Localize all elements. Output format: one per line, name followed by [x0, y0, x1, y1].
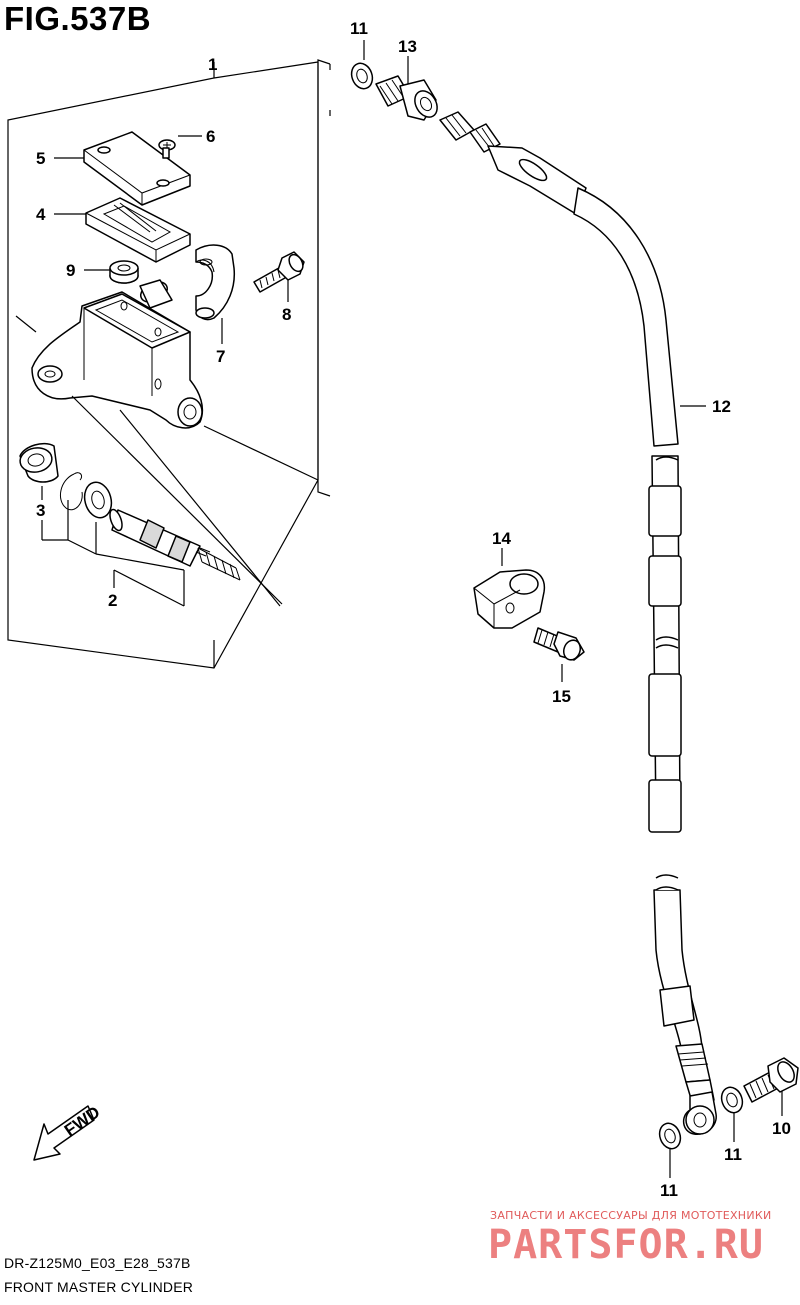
model-code: DR-Z125M0_E03_E28_537B [4, 1255, 191, 1271]
piston-boot [19, 442, 59, 483]
banjo-washer-top [350, 62, 374, 90]
callout-9: 9 [66, 261, 75, 280]
assembly-bracket [317, 59, 331, 497]
reservoir-cap [83, 131, 191, 206]
figure-title: FIG.537B [4, 0, 152, 37]
callout-11-top: 11 [350, 19, 368, 38]
banjo-washer-left [658, 1122, 682, 1150]
washer-seal [83, 481, 113, 519]
fwd-arrow-icon: FWD [33, 1102, 104, 1161]
hose-bracket [473, 569, 546, 629]
callout-6: 6 [206, 127, 215, 146]
callout-1: 1 [208, 55, 217, 74]
snap-ring [59, 472, 83, 511]
callout-2: 2 [108, 591, 117, 610]
callout-5: 5 [36, 149, 45, 168]
banjo-fitting [682, 1091, 717, 1135]
callout-7: 7 [216, 347, 225, 366]
cap-screw [158, 139, 176, 159]
banjo-washer-right [720, 1086, 744, 1114]
callout-13: 13 [398, 37, 417, 56]
union-bolt [743, 1057, 799, 1103]
callout-3: 3 [36, 501, 45, 520]
clamp-bolt [253, 251, 305, 293]
bracket-bolt [533, 627, 585, 661]
explosion-lines [15, 315, 319, 607]
callout-10: 10 [772, 1119, 791, 1138]
master-cylinder-body [31, 279, 204, 429]
figure-caption: FRONT MASTER CYLINDER [4, 1279, 194, 1295]
watermark-tagline: ЗАПЧАСТИ И АКСЕССУАРЫ ДЛЯ МОТОТЕХНИКИ [490, 1209, 772, 1222]
fwd-label: FWD [61, 1102, 104, 1140]
callout-8: 8 [282, 305, 291, 324]
return-spring [197, 547, 241, 581]
leader-lines [54, 40, 783, 1178]
callout-11-left: 11 [660, 1181, 678, 1200]
handlebar-clamp [195, 244, 236, 321]
callout-4: 4 [36, 205, 46, 224]
callout-12: 12 [712, 397, 731, 416]
watermark-logo: PARTSFOR.RU [488, 1222, 764, 1268]
hose-fitting [375, 75, 438, 121]
callout-brackets [41, 486, 185, 607]
callout-11-right: 11 [724, 1145, 742, 1164]
diaphragm [109, 260, 139, 284]
diaphragm-plate [85, 197, 191, 263]
brake-hose [439, 111, 715, 1103]
piston [109, 508, 211, 567]
callout-14: 14 [492, 529, 511, 548]
callout-15: 15 [552, 687, 571, 706]
